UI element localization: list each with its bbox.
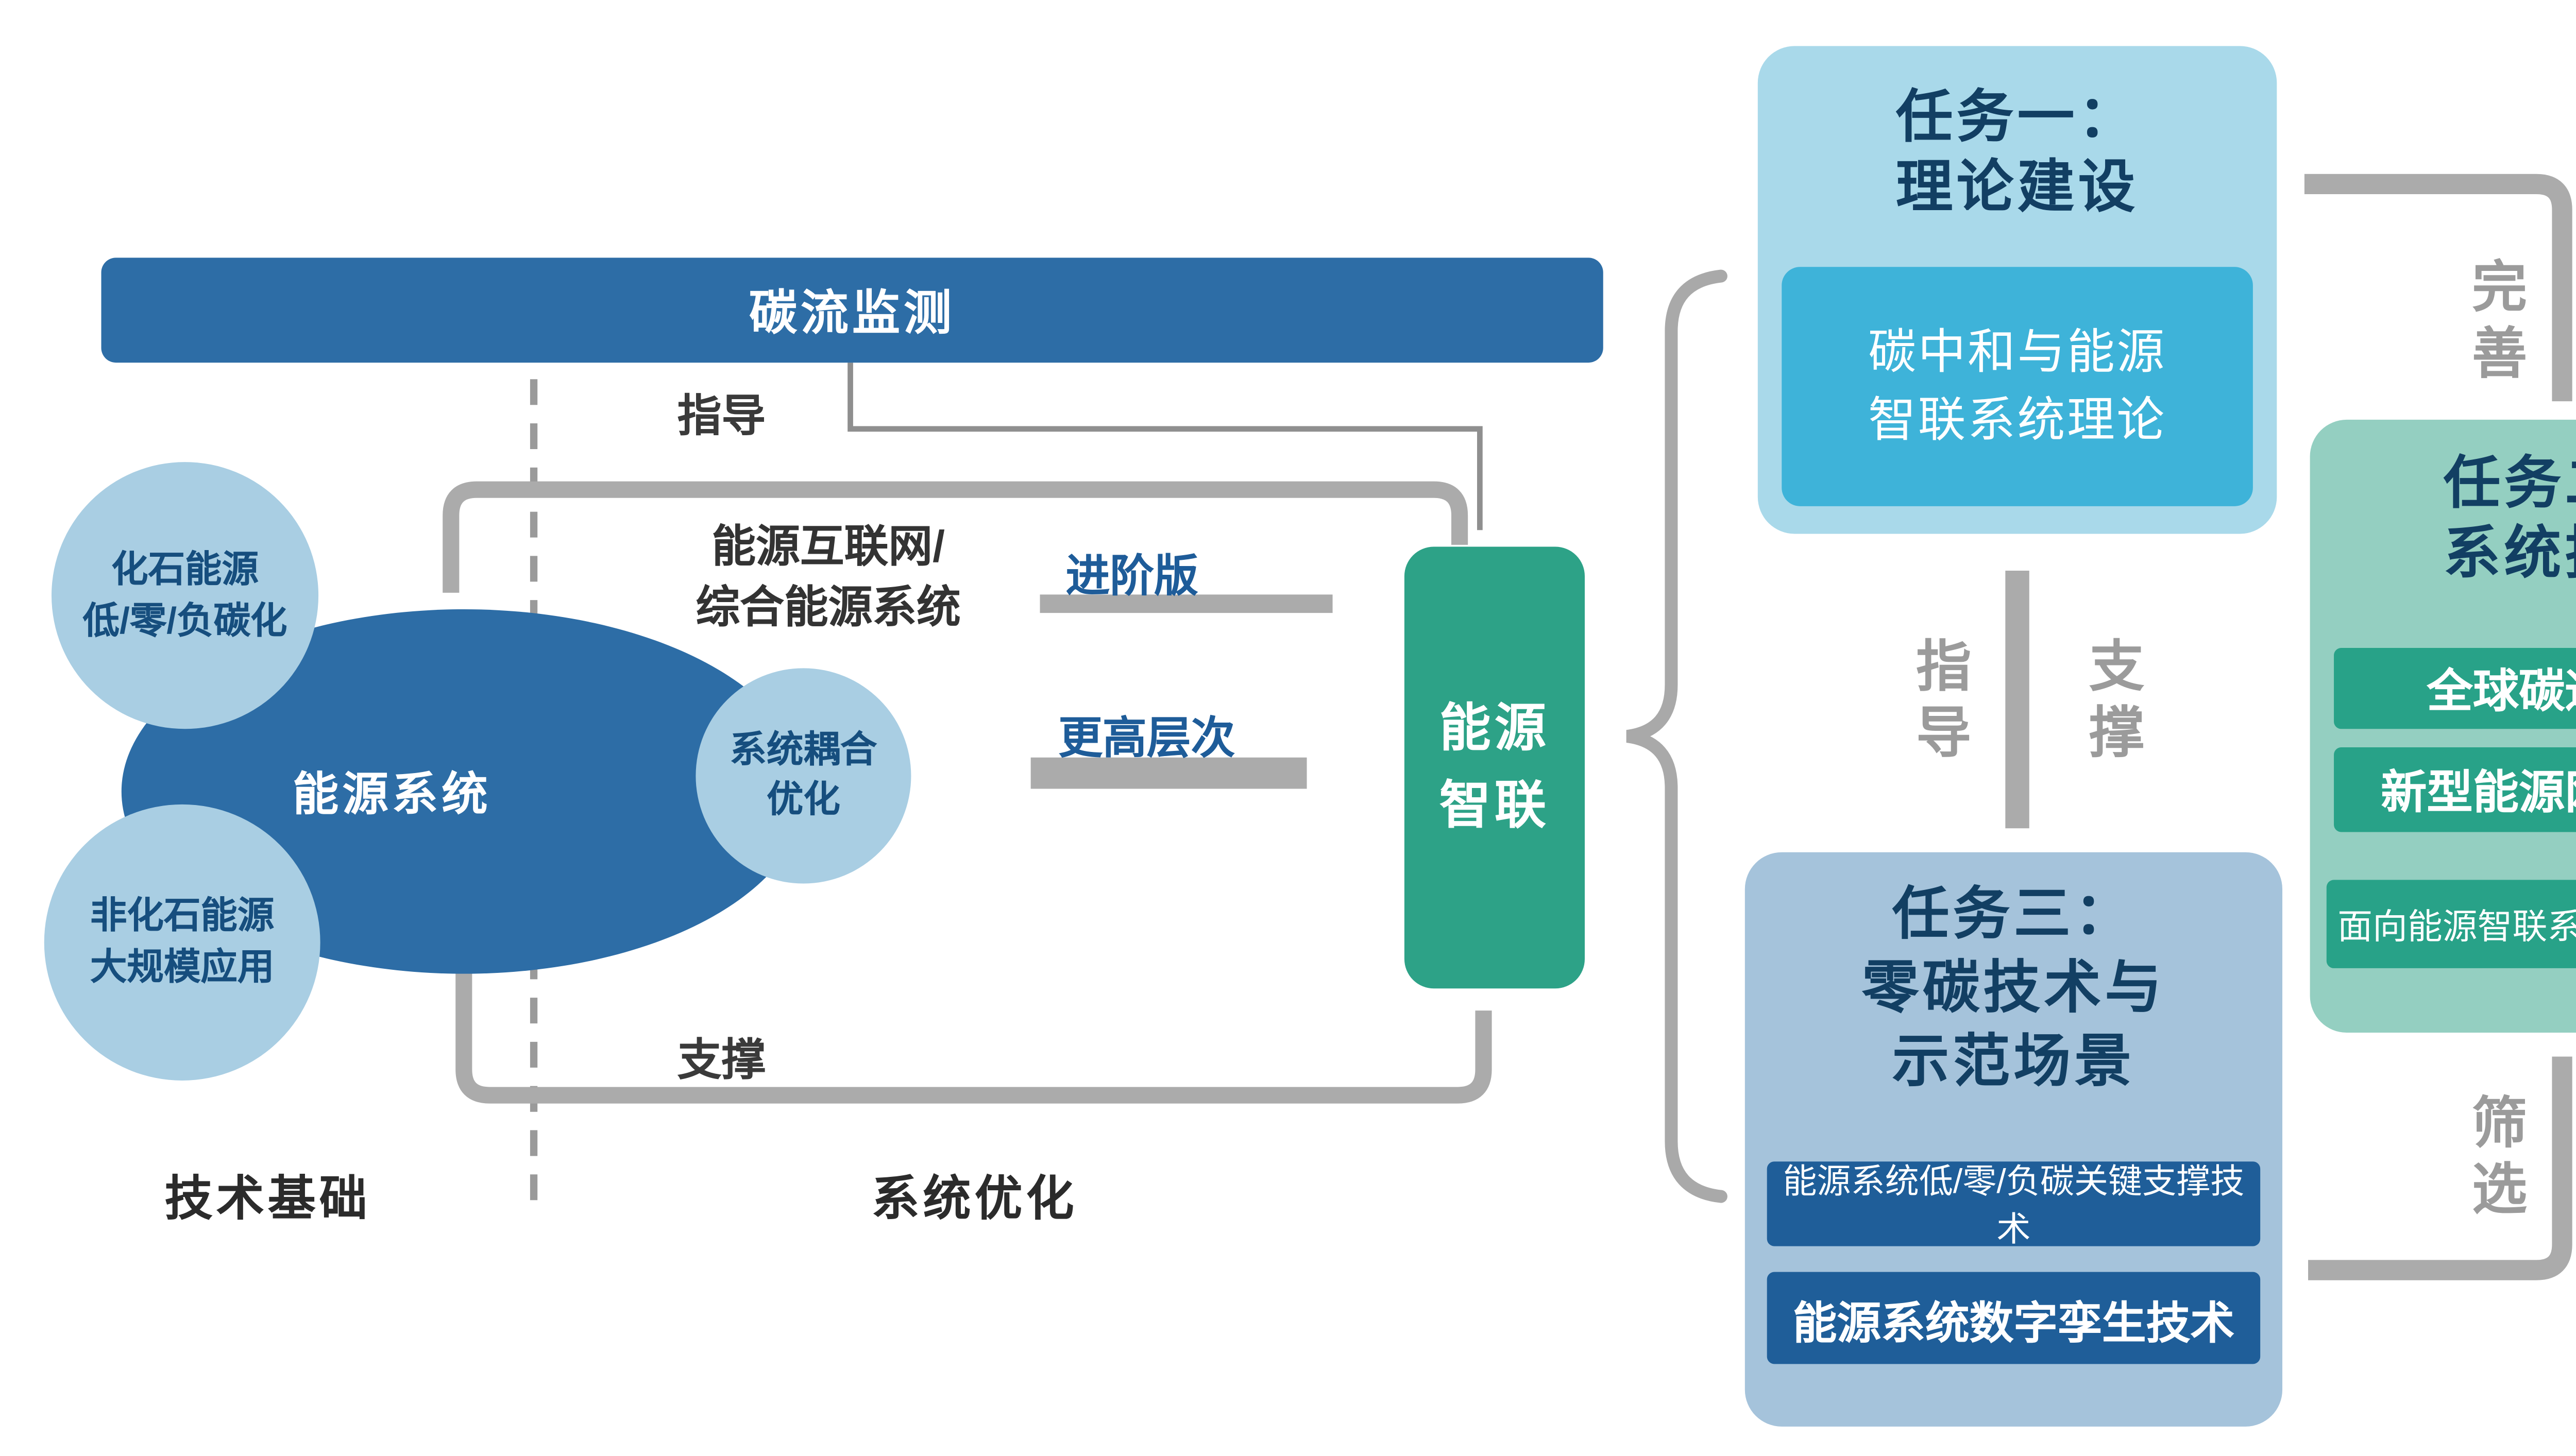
task1-box: 任务一： 理论建设 碳中和与能源 智联系统理论 <box>1757 46 2277 534</box>
task3-item-1: 能源系统低/零/负碳关键支撑技术 <box>1767 1161 2261 1248</box>
system-coupling-line1: 系统耦合 <box>730 730 877 770</box>
fossil-energy-line1: 化石能源 <box>111 549 259 590</box>
tech-base-label: 技术基础 <box>164 1171 371 1226</box>
energy-system-label: 能源系统 <box>292 769 492 821</box>
task3-item-2: 能源系统数字孪生技术 <box>1767 1272 2261 1364</box>
task1-item-line2: 智联系统理论 <box>1868 392 2166 448</box>
task3-title-line1: 任务三： <box>1892 881 2136 947</box>
support-loop-connector <box>455 972 1492 1104</box>
task2-task1-connector <box>2304 174 2572 402</box>
energy-smart-line2: 智联 <box>1439 777 1550 834</box>
arrow-label-guide-mid: 指导 <box>1907 637 1968 769</box>
energy-internet-label: 能源互联网/ 综合能源系统 <box>626 517 1031 639</box>
guide-connector <box>848 363 1483 530</box>
arrow-label-refine: 完善 <box>2463 258 2524 390</box>
task2-item-3: 面向能源智联系统的智联技术 <box>2326 880 2576 968</box>
arrow-label-screen: 筛选 <box>2463 1093 2524 1226</box>
carbon-monitor-bar: 碳流监测 <box>101 258 1603 363</box>
task2-item-1: 全球碳通量网 <box>2334 648 2576 729</box>
energy-smart-box: 能源 智联 <box>1404 546 1585 989</box>
higher-level-label: 更高层次 <box>1058 714 1235 764</box>
top-loop-connector <box>443 481 1468 593</box>
task1-title-line2: 理论建设 <box>1895 155 2139 219</box>
energy-smart-line1: 能源 <box>1439 699 1550 757</box>
task3-box: 任务三： 零碳技术与 示范场景 能源系统低/零/负碳关键支撑技术 能源系统数字孪… <box>1744 852 2283 1427</box>
brace <box>1626 269 1727 1203</box>
task2-title-line2: 系统技术 <box>2443 521 2576 586</box>
task1-item: 碳中和与能源 智联系统理论 <box>1782 267 2253 506</box>
task1-item-line1: 碳中和与能源 <box>1868 324 2166 380</box>
task3-title-line2: 零碳技术与 <box>1861 955 2166 1020</box>
system-coupling-line2: 优化 <box>766 779 840 820</box>
energy-internet-line2: 综合能源系统 <box>696 583 961 633</box>
nonfossil-energy-line1: 非化石能源 <box>90 896 275 937</box>
sys-opt-label: 系统优化 <box>871 1171 1078 1226</box>
task3-task2-connector <box>2308 1056 2572 1280</box>
guide-label: 指导 <box>677 392 766 442</box>
fossil-energy-circle: 化石能源 低/零/负碳化 <box>52 462 319 729</box>
task2-box: 任务二： 系统技术 全球碳通量网 新型能源网络技术 面向能源智联系统的智联技术 <box>2310 419 2576 1033</box>
nonfossil-energy-line2: 大规模应用 <box>90 948 275 989</box>
support-label: 支撑 <box>677 1036 766 1086</box>
nonfossil-energy-circle: 非化石能源 大规模应用 <box>44 804 320 1081</box>
task2-item-2: 新型能源网络技术 <box>2334 747 2576 832</box>
arrow-label-support-mid: 支撑 <box>2080 637 2141 769</box>
system-coupling-circle: 系统耦合 优化 <box>696 668 911 884</box>
carbon-monitor-label: 碳流监测 <box>749 285 956 341</box>
task3-title-line3: 示范场景 <box>1892 1029 2136 1093</box>
energy-internet-line1: 能源互联网/ <box>711 523 945 573</box>
task2-title-line1: 任务二： <box>2443 451 2576 516</box>
advanced-label: 进阶版 <box>1065 552 1198 602</box>
task1-title-line1: 任务一： <box>1895 84 2139 149</box>
fossil-energy-line2: 低/零/负碳化 <box>82 601 287 642</box>
